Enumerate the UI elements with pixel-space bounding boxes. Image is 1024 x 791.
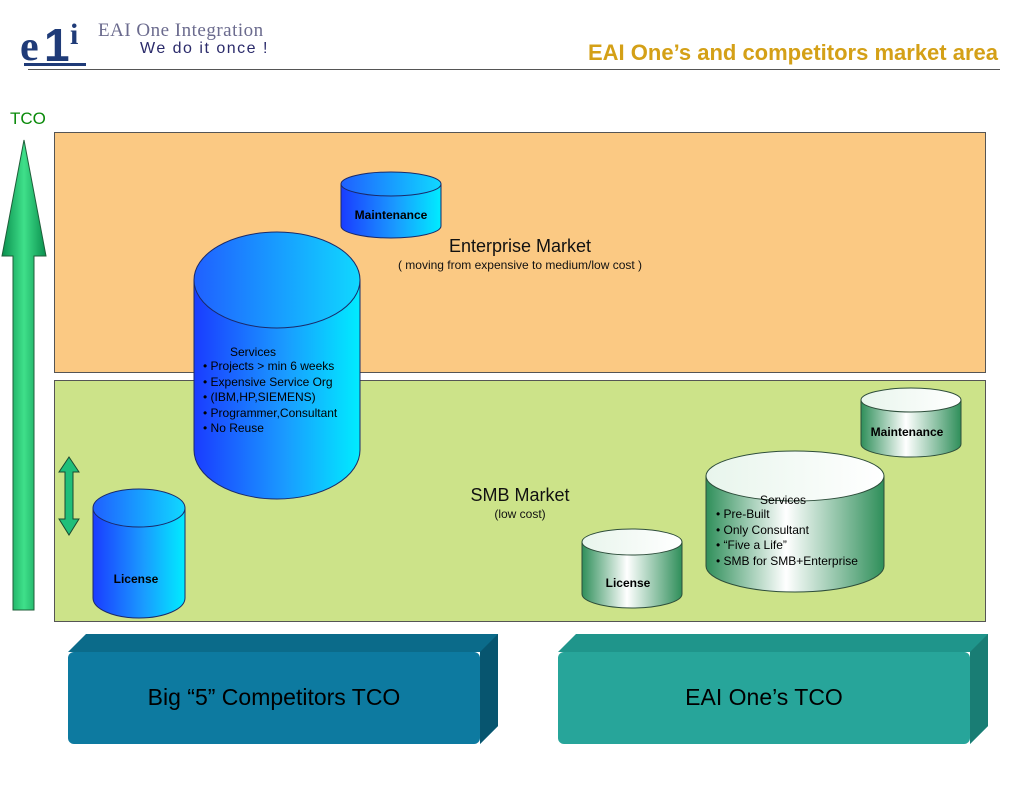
eai-services-text: Services Pre-Built Only Consultant “Five…: [716, 493, 896, 569]
smb-market-subtitle: (low cost): [494, 507, 546, 521]
logo-mark-1: 1: [44, 19, 70, 68]
list-item: Projects > min 6 weeks: [203, 359, 363, 375]
logo-tagline: We do it once !: [140, 40, 269, 57]
competitor-maintenance-cylinder: [340, 171, 442, 239]
competitor-services-list: Projects > min 6 weeks Expensive Service…: [203, 359, 363, 437]
eai-maintenance-cylinder: [860, 387, 962, 458]
eai-services-title: Services: [760, 493, 807, 507]
eai-license-cylinder: [581, 528, 683, 609]
list-item: Expensive Service Org: [203, 375, 363, 391]
logo-mark-e: e: [20, 24, 39, 68]
logo-company-name: EAI One Integration: [98, 20, 264, 41]
competitor-tco-box: [68, 634, 498, 744]
eai-tco-box-label: EAI One’s TCO: [685, 684, 843, 710]
tco-up-arrow-icon: [1, 139, 47, 611]
competitor-services-text: Services Projects > min 6 weeks Expensiv…: [203, 345, 363, 437]
header-divider: [28, 69, 1000, 70]
enterprise-market-subtitle: ( moving from expensive to medium/low co…: [397, 258, 643, 272]
competitor-license-cylinder: [92, 488, 186, 619]
double-arrow-icon: [58, 456, 80, 536]
enterprise-market-title: Enterprise Market: [448, 236, 592, 256]
list-item: Programmer,Consultant: [203, 406, 363, 422]
list-item: No Reuse: [203, 421, 363, 437]
eai-services-list: Pre-Built Only Consultant “Five a Life” …: [716, 507, 896, 569]
eai-maintenance-label: Maintenance: [870, 425, 944, 439]
smb-market-title: SMB Market: [470, 485, 570, 505]
competitor-maintenance-label: Maintenance: [354, 208, 428, 222]
eai-tco-box: [558, 634, 988, 744]
tco-axis-label: TCO: [10, 109, 46, 128]
list-item: (IBM,HP,SIEMENS): [203, 390, 363, 406]
competitor-license-label: License: [113, 572, 159, 586]
logo-mark-i: i: [70, 18, 78, 51]
list-item: SMB for SMB+Enterprise: [716, 554, 896, 570]
eai-license-label: License: [605, 576, 651, 590]
competitor-services-title: Services: [230, 345, 277, 359]
page-title: EAI One’s and competitors market area: [588, 40, 998, 65]
list-item: “Five a Life”: [716, 538, 896, 554]
list-item: Only Consultant: [716, 523, 896, 539]
competitor-tco-box-label: Big “5” Competitors TCO: [147, 684, 401, 710]
list-item: Pre-Built: [716, 507, 896, 523]
logo-mark: e 1 i: [20, 18, 86, 68]
